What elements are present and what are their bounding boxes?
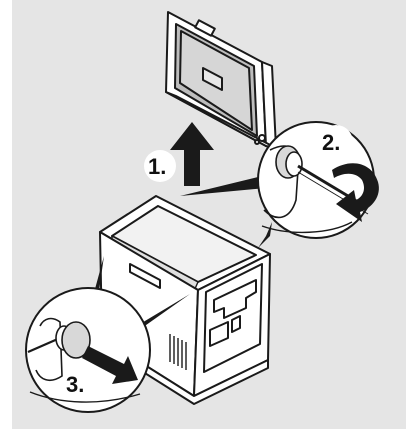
left-notch xyxy=(0,190,10,210)
arrow-right-down-icon xyxy=(82,346,138,384)
step-3-label: 3. xyxy=(63,367,97,401)
step-2-label: 2. xyxy=(319,125,353,159)
cooler-lid xyxy=(165,11,277,149)
step-1-label: 1. xyxy=(144,150,176,182)
cooler-vents xyxy=(169,334,187,370)
step-1-number: 1. xyxy=(148,154,166,179)
rotate-arrow-icon xyxy=(332,163,379,222)
detail-circle-3 xyxy=(25,287,151,413)
pulled-pin xyxy=(27,321,91,359)
step-2-number: 2. xyxy=(322,130,340,155)
step-3-number: 3. xyxy=(66,372,84,397)
arrow-up-icon xyxy=(170,122,214,186)
